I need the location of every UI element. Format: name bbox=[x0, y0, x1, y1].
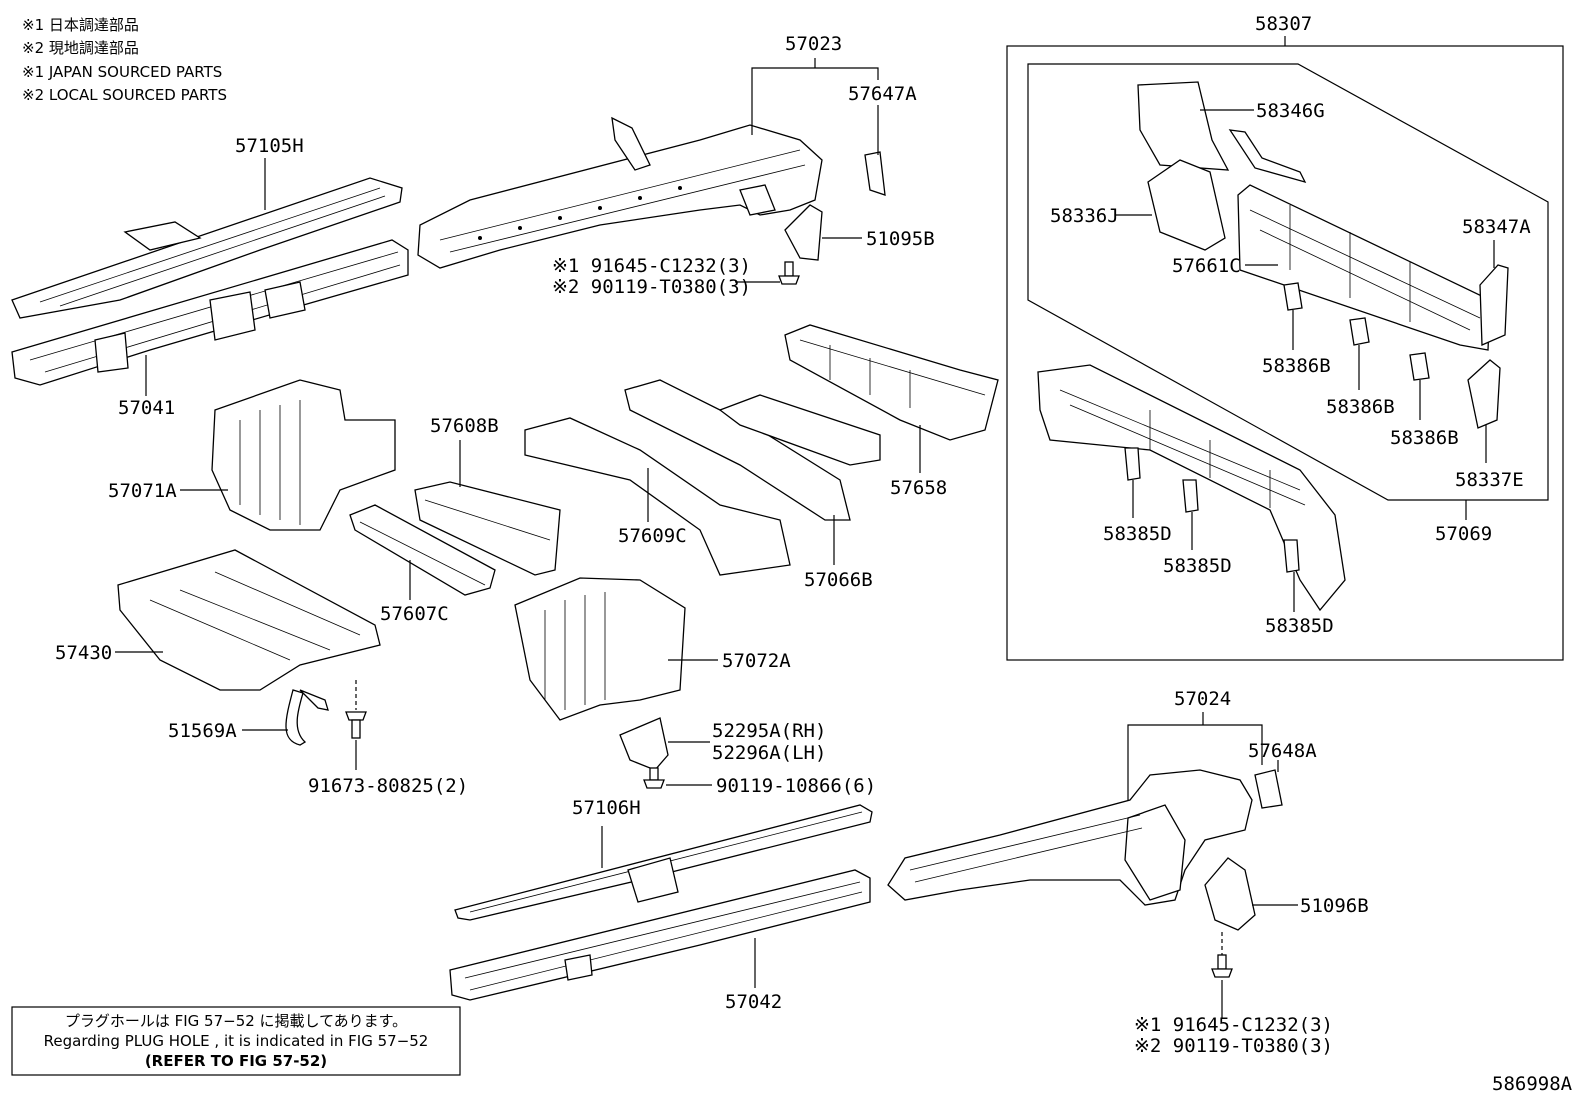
label-51095B: 51095B bbox=[866, 228, 935, 250]
label-58336J: 58336J bbox=[1050, 205, 1119, 227]
label-58385D-3: 58385D bbox=[1265, 615, 1334, 637]
note-line-3: (REFER TO FIG 57-52) bbox=[145, 1052, 327, 1070]
part-57648A-bracket bbox=[1254, 769, 1283, 809]
label-fastener-1a: ※1 91645-C1232(3) bbox=[552, 255, 751, 277]
label-58346G: 58346G bbox=[1256, 100, 1325, 122]
part-58385D-brackets bbox=[1124, 447, 1300, 573]
part-52295A-bracket bbox=[619, 717, 669, 771]
bolt-icon-1 bbox=[778, 261, 800, 285]
bolt-icon-3 bbox=[643, 767, 665, 789]
label-90119-10866: 90119-10866(6) bbox=[716, 775, 876, 797]
label-fastener-1b: ※2 90119-T0380(3) bbox=[552, 276, 751, 298]
label-57430: 57430 bbox=[55, 642, 112, 664]
label-91673: 91673-80825(2) bbox=[308, 775, 468, 797]
label-58385D-1: 58385D bbox=[1103, 523, 1172, 545]
label-58337E: 58337E bbox=[1455, 469, 1524, 491]
plug-hole-note: プラグホールは FIG 57−52 に掲載してあります。 Regarding P… bbox=[11, 1006, 461, 1076]
label-51569A: 51569A bbox=[168, 720, 237, 742]
part-51095B-bracket bbox=[784, 204, 823, 261]
label-58307: 58307 bbox=[1255, 13, 1312, 35]
label-57106H: 57106H bbox=[572, 797, 641, 819]
part-57023-assembly bbox=[417, 116, 823, 269]
label-57042: 57042 bbox=[725, 991, 782, 1013]
label-57069: 57069 bbox=[1435, 523, 1492, 545]
leader-57024 bbox=[1127, 724, 1263, 800]
note-box-frame bbox=[11, 1006, 461, 1076]
label-fastener-2a: ※1 91645-C1232(3) bbox=[1134, 1014, 1333, 1036]
label-57041: 57041 bbox=[118, 397, 175, 419]
label-57066B: 57066B bbox=[804, 569, 873, 591]
label-57023: 57023 bbox=[785, 33, 842, 55]
label-57648A: 57648A bbox=[1248, 740, 1317, 762]
label-52295A: 52295A(RH) bbox=[712, 720, 826, 742]
label-57024: 57024 bbox=[1174, 688, 1231, 710]
part-58347A-bracket bbox=[1479, 264, 1509, 346]
part-58336J-panel bbox=[1147, 159, 1226, 251]
part-51096B-bracket bbox=[1204, 857, 1256, 931]
label-57072A: 57072A bbox=[722, 650, 791, 672]
legend: ※1 日本調達部品 ※2 現地調達部品 ※1 JAPAN SOURCED PAR… bbox=[22, 16, 227, 104]
part-57430-frame bbox=[117, 549, 381, 691]
label-52296A: 52296A(LH) bbox=[712, 742, 826, 764]
part-57106H-rail bbox=[454, 804, 873, 921]
label-58385D-2: 58385D bbox=[1163, 555, 1232, 577]
sub-box-57069 bbox=[1027, 63, 1549, 501]
legend-line-1: ※1 日本調達部品 bbox=[22, 16, 139, 34]
label-51096B: 51096B bbox=[1300, 895, 1369, 917]
part-58346G-panel bbox=[1137, 81, 1307, 184]
part-57658-crossmember bbox=[718, 324, 999, 466]
part-57661C-panel bbox=[1237, 184, 1491, 351]
group-box-58307 bbox=[1006, 45, 1564, 661]
part-57072A-panel bbox=[514, 577, 686, 721]
bolt-icon-2 bbox=[345, 711, 367, 739]
part-58386B-brackets bbox=[1283, 282, 1430, 381]
part-57647A-bracket bbox=[864, 151, 886, 196]
part-57042-rail bbox=[449, 869, 871, 1001]
label-58386B-1: 58386B bbox=[1262, 355, 1331, 377]
figure-code: 586998A bbox=[1492, 1073, 1573, 1095]
label-57647A: 57647A bbox=[848, 83, 917, 105]
part-51569A-strap bbox=[285, 689, 329, 746]
part-57608B-member bbox=[414, 481, 561, 576]
part-57609C-member bbox=[524, 417, 791, 576]
label-fastener-2b: ※2 90119-T0380(3) bbox=[1134, 1035, 1333, 1057]
part-57105H-rail bbox=[11, 177, 403, 319]
part-58337E-bracket bbox=[1467, 359, 1501, 429]
label-58386B-3: 58386B bbox=[1390, 427, 1459, 449]
part-57041-rail bbox=[11, 239, 409, 386]
legend-line-2: ※2 現地調達部品 bbox=[22, 39, 139, 57]
label-57608B: 57608B bbox=[430, 415, 499, 437]
label-57658: 57658 bbox=[890, 477, 947, 499]
part-57024-assembly bbox=[887, 769, 1253, 906]
note-line-2: Regarding PLUG HOLE , it is indicated in… bbox=[44, 1032, 429, 1050]
label-58347A: 58347A bbox=[1462, 216, 1531, 238]
label-57607C: 57607C bbox=[380, 603, 449, 625]
label-58386B-2: 58386B bbox=[1326, 396, 1395, 418]
legend-line-4: ※2 LOCAL SOURCED PARTS bbox=[22, 86, 227, 104]
part-57071A-panel bbox=[211, 379, 396, 531]
bolt-icon-4 bbox=[1211, 954, 1233, 978]
label-57071A: 57071A bbox=[108, 480, 177, 502]
legend-line-3: ※1 JAPAN SOURCED PARTS bbox=[22, 63, 222, 81]
label-57105H: 57105H bbox=[235, 135, 304, 157]
label-57661C: 57661C bbox=[1172, 255, 1241, 277]
note-line-1: プラグホールは FIG 57−52 に掲載してあります。 bbox=[65, 1012, 407, 1030]
part-57066B-member bbox=[624, 379, 851, 521]
label-57609C: 57609C bbox=[618, 525, 687, 547]
part-57607C-member bbox=[349, 504, 496, 596]
part-57069-crossmember bbox=[1037, 364, 1346, 612]
